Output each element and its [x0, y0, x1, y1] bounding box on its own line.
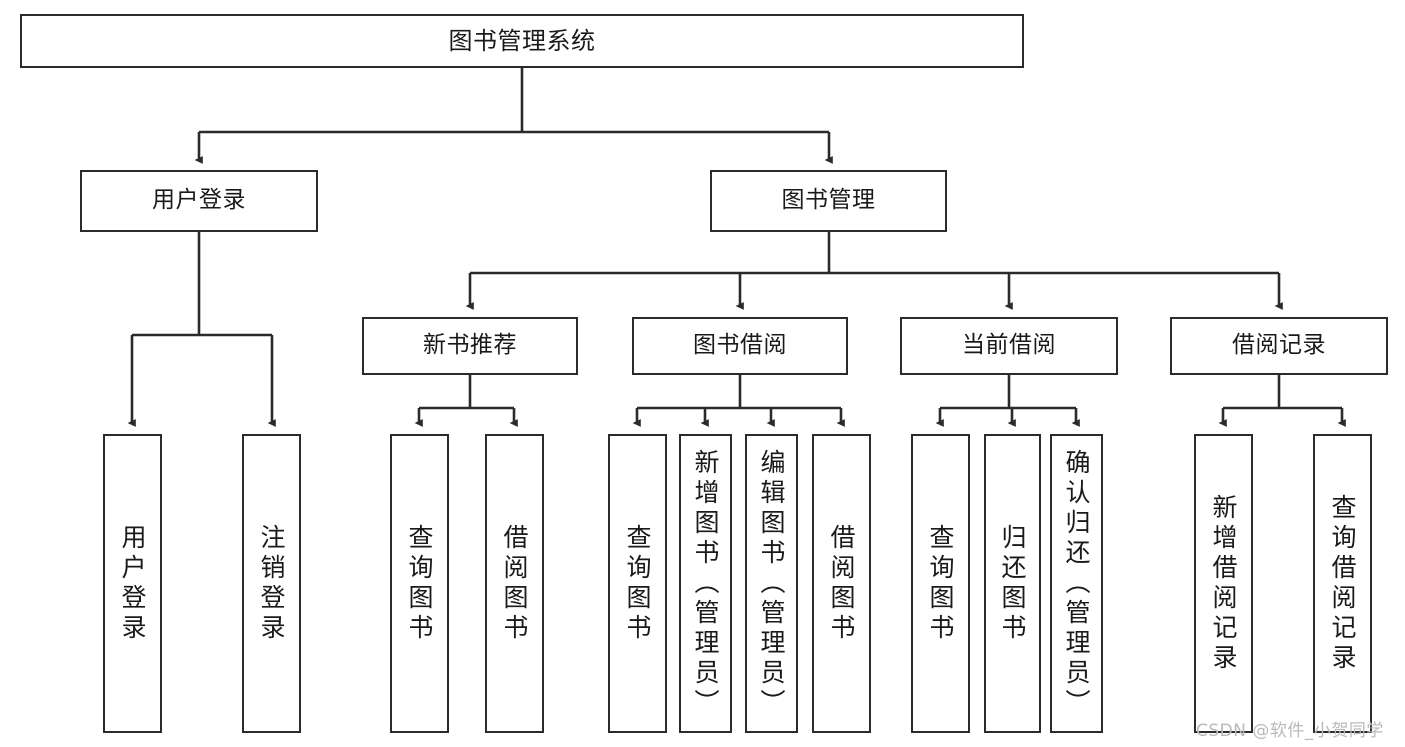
node-label: 新书推荐 [423, 332, 517, 359]
node-book-management[interactable]: 图书管理 [710, 170, 947, 232]
node-current-borrowing[interactable]: 当前借阅 [900, 317, 1118, 375]
node-label: 图书管理 [781, 187, 876, 214]
leaf-user-login[interactable]: 用户登录 [103, 434, 162, 733]
node-label: 图书管理系统 [448, 26, 596, 55]
node-label: 查询图书 [623, 523, 652, 644]
node-label: 新增图书（管理员） [691, 448, 720, 719]
leaf-user-logout[interactable]: 注销登录 [242, 434, 301, 733]
leaf-borrow-book[interactable]: 借阅图书 [812, 434, 871, 733]
node-label: 查询图书 [405, 523, 434, 644]
node-user-login[interactable]: 用户登录 [80, 170, 318, 232]
node-label: 用户登录 [118, 523, 147, 644]
leaf-add-borrow-record[interactable]: 新增借阅记录 [1194, 434, 1253, 733]
leaf-borrow-book-recommendation[interactable]: 借阅图书 [485, 434, 544, 733]
csdn-watermark: CSDN @软件_小贺同学 [1196, 721, 1384, 741]
leaf-query-book-borrowing[interactable]: 查询图书 [608, 434, 667, 733]
leaf-query-book-current[interactable]: 查询图书 [911, 434, 970, 733]
leaf-add-book-admin[interactable]: 新增图书（管理员） [679, 434, 732, 733]
node-book-borrowing[interactable]: 图书借阅 [632, 317, 848, 375]
node-label: 编辑图书（管理员） [757, 448, 786, 719]
leaf-confirm-return-admin[interactable]: 确认归还（管理员） [1050, 434, 1103, 733]
leaf-query-borrow-record[interactable]: 查询借阅记录 [1313, 434, 1372, 733]
node-label: 当前借阅 [962, 332, 1056, 359]
node-borrowing-records[interactable]: 借阅记录 [1170, 317, 1388, 375]
leaf-query-book-recommendation[interactable]: 查询图书 [390, 434, 449, 733]
node-label: 注销登录 [257, 523, 286, 644]
node-label: 查询借阅记录 [1328, 493, 1357, 674]
node-new-book-recommendation[interactable]: 新书推荐 [362, 317, 578, 375]
node-label: 用户登录 [152, 187, 246, 214]
node-label: 借阅记录 [1232, 332, 1326, 359]
node-label: 确认归还（管理员） [1062, 448, 1091, 719]
node-label: 查询图书 [926, 523, 955, 644]
node-label: 借阅图书 [827, 523, 856, 644]
node-label: 借阅图书 [500, 523, 529, 644]
leaf-edit-book-admin[interactable]: 编辑图书（管理员） [745, 434, 798, 733]
leaf-return-book[interactable]: 归还图书 [984, 434, 1041, 733]
node-label: 新增借阅记录 [1209, 493, 1238, 674]
node-label: 归还图书 [998, 523, 1027, 644]
node-label: 图书借阅 [693, 332, 787, 359]
node-root-system[interactable]: 图书管理系统 [20, 14, 1024, 68]
